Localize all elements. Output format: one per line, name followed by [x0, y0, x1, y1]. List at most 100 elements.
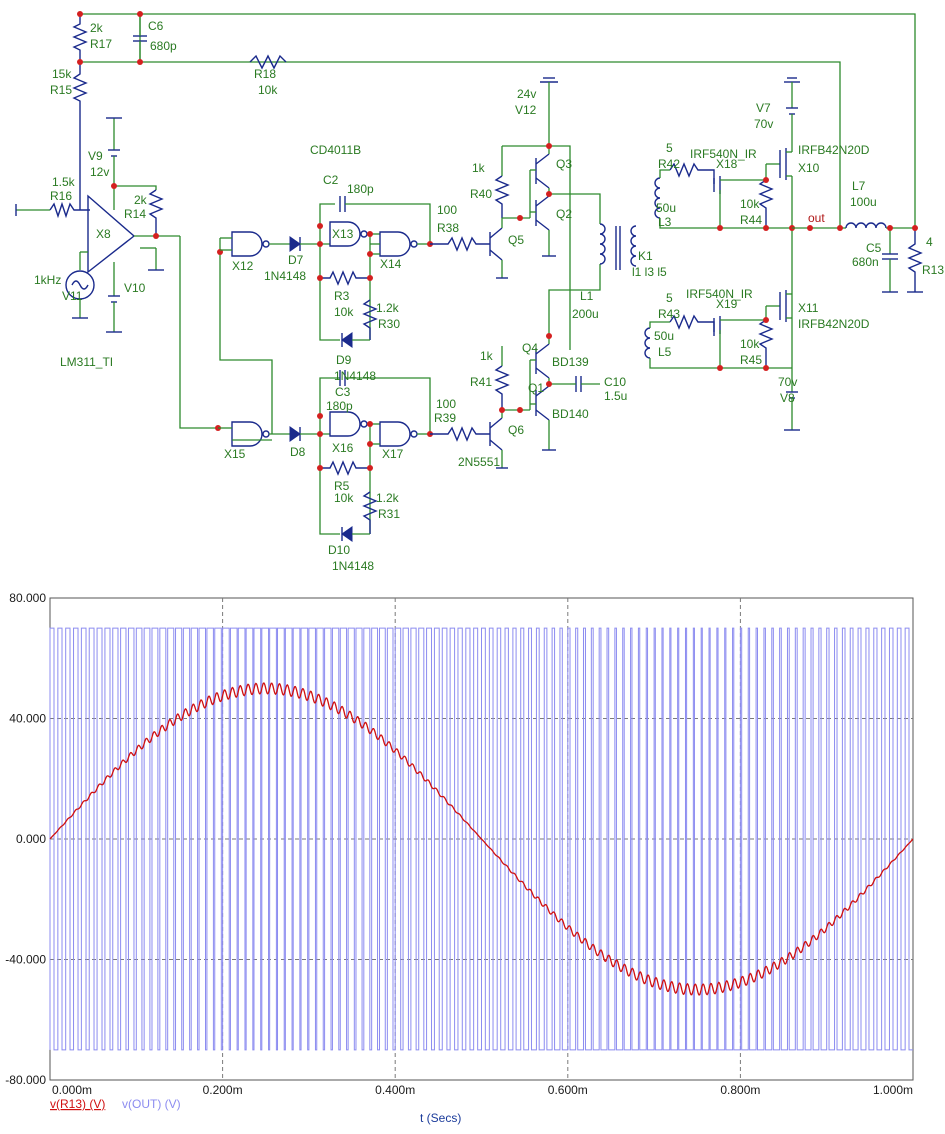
value-label-q6: 2N5551	[458, 455, 500, 469]
legend-entry-v-r13: v(R13) (V)	[50, 1097, 105, 1111]
ref-label-x15: X15	[224, 447, 246, 461]
value-label-l1: 200u	[572, 307, 599, 321]
value-label-r43: 5	[666, 291, 673, 305]
resistor-r45	[758, 319, 774, 368]
capacitor-c5	[882, 253, 898, 260]
mosfet-x11-icon	[766, 290, 792, 322]
ref-label-r30: R30	[378, 317, 400, 331]
x-tick-label: 0.600m	[548, 1083, 588, 1097]
value-label-r16: 1.5k	[52, 175, 76, 189]
value-label-v7: 70v	[754, 117, 773, 131]
resistor-r30	[362, 299, 378, 340]
ref-label-c10: C10	[604, 375, 626, 389]
x-tick-label: 0.000m	[52, 1083, 92, 1097]
opamp-model-label: LM311_TI	[60, 355, 113, 369]
ref-label-x16: X16	[332, 441, 354, 455]
ref-label-q4: Q4	[522, 341, 538, 355]
ref-label-v10: V10	[124, 281, 146, 295]
series-v-out-line	[49, 627, 913, 1051]
legend-entry-v-out: v(OUT) (V)	[122, 1097, 181, 1111]
ref-label-q5: Q5	[508, 233, 524, 247]
value-label-v9: 12v	[90, 165, 109, 179]
capacitor-c10	[575, 376, 582, 392]
value-label-r13: 4	[926, 235, 933, 249]
ref-label-d9: D9	[336, 353, 352, 367]
value-label-d9: 1N4148	[334, 369, 376, 383]
value-label-x18: IRF540N_IR	[690, 147, 757, 161]
value-label-r14: 2k	[134, 193, 148, 207]
nand-gate-x12	[231, 231, 263, 257]
value-label-r15: 15k	[52, 67, 72, 81]
ref-label-x12: X12	[232, 259, 254, 273]
y-tick-label: -40.000	[5, 953, 46, 967]
value-label-v11: 1kHz	[34, 273, 61, 287]
transformer-k1-icon	[599, 223, 637, 270]
transistor-q5-icon	[489, 218, 508, 279]
x-tick-label: 0.800m	[720, 1083, 760, 1097]
circuit-schematic: R172kC6680pR1515kR1810kR161.5kR142kV912v…	[15, 11, 944, 573]
ref-label-d10: D10	[328, 543, 350, 557]
ref-label-r45: R45	[740, 353, 762, 367]
resistor-r38	[430, 236, 490, 252]
series-v-r13-line	[49, 682, 914, 996]
resistor-r15	[72, 62, 88, 210]
value-label-v12: 24v	[517, 87, 536, 101]
ref-label-v9: V9	[88, 149, 103, 163]
value-label-q4: BD139	[552, 355, 589, 369]
value-label-q1: BD140	[552, 407, 589, 421]
diode-d10-icon	[341, 526, 370, 542]
ref-label-v7: V7	[756, 101, 771, 115]
nand-gate-x13	[329, 221, 361, 247]
value-label-c3: 180p	[326, 399, 353, 413]
value-label-k1: l1 l3 l5	[632, 265, 667, 279]
value-label-r18: 10k	[258, 83, 278, 97]
ref-label-q1: Q1	[528, 381, 544, 395]
wire-r18-feedback	[80, 61, 841, 228]
net-label-out: out	[808, 211, 825, 225]
resistor-r5	[320, 460, 370, 476]
x-axis-label: t (Secs)	[420, 1111, 461, 1125]
resistor-r40	[494, 175, 510, 218]
value-label-r17: 2k	[90, 21, 104, 35]
ref-label-l7: L7	[852, 179, 866, 193]
ref-label-v12: V12	[515, 103, 537, 117]
value-label-l3: 50u	[656, 201, 676, 215]
ref-label-x14: X14	[380, 257, 402, 271]
diode-d9-icon	[341, 332, 370, 348]
ref-label-x10: X10	[798, 161, 820, 175]
diode-d7-icon	[269, 236, 330, 252]
ref-label-x13: X13	[332, 227, 354, 241]
ref-label-c2: C2	[323, 173, 339, 187]
ref-label-r42: R42	[658, 157, 680, 171]
value-label-x11: IRFB42N20D	[798, 317, 870, 331]
value-label-r31: 1.2k	[376, 491, 400, 505]
mosfet-x18-icon	[713, 176, 766, 228]
value-label-r39: 100	[436, 397, 456, 411]
value-label-r5: 10k	[334, 491, 354, 505]
ref-label-r5: R5	[334, 479, 350, 493]
resistor-r13	[907, 228, 923, 292]
ref-label-r3: R3	[334, 289, 350, 303]
value-label-r42: 5	[666, 141, 673, 155]
capacitor-c6	[133, 14, 147, 62]
x-tick-label: 0.400m	[375, 1083, 415, 1097]
y-tick-label: 0.000	[16, 832, 46, 846]
diode-d8-icon	[269, 426, 330, 442]
wire-top-feedback	[80, 13, 916, 228]
ref-label-r15: R15	[50, 83, 72, 97]
ref-label-v8: V8	[780, 391, 795, 405]
value-label-r38: 100	[437, 203, 457, 217]
ref-label-c3: C3	[335, 385, 351, 399]
value-label-l7: 100u	[850, 195, 877, 209]
x-tick-label: 1.000m	[873, 1083, 913, 1097]
resistor-r39	[430, 426, 490, 442]
value-label-r3: 10k	[334, 305, 354, 319]
opamp-x8	[87, 194, 136, 274]
value-label-r44: 10k	[740, 197, 760, 211]
ref-label-r17: R17	[90, 37, 112, 51]
nand-gate-x14	[379, 231, 411, 257]
